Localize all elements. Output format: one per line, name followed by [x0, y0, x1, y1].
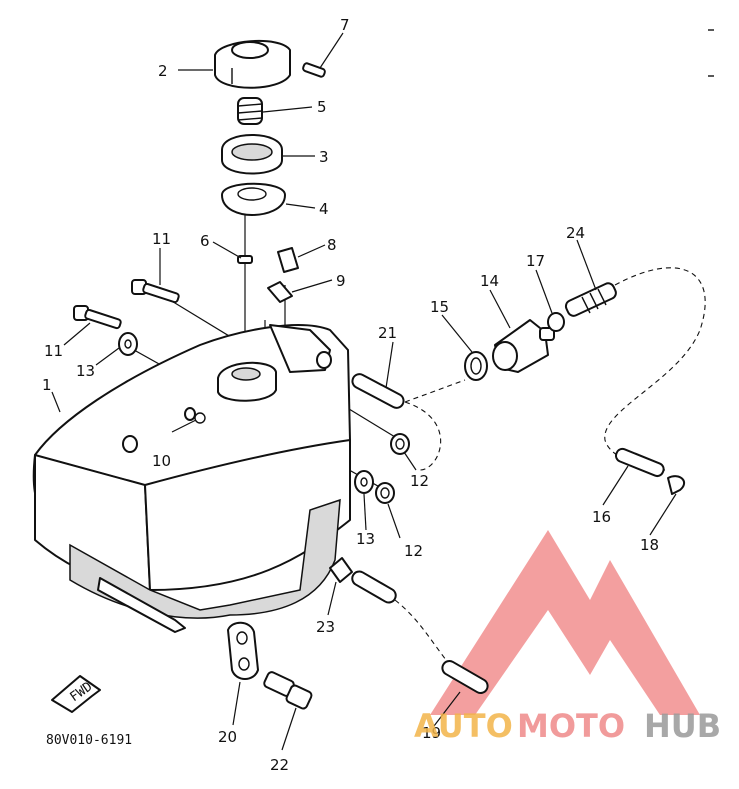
callout-13-right: 13 — [356, 530, 375, 548]
callout-15: 15 — [430, 298, 449, 316]
part-bracket-24 — [227, 621, 259, 680]
callout-leaders — [51, 32, 677, 751]
callout-16: 16 — [592, 508, 611, 526]
diagram-code: 80V010-6191 — [46, 733, 132, 748]
callout-11-lower: 11 — [44, 342, 63, 360]
watermark-hub: HUB — [644, 707, 721, 745]
part-grommet-upper — [390, 433, 410, 455]
callout-5: 5 — [317, 98, 327, 116]
callout-1: 1 — [42, 376, 52, 394]
corner-marks — [708, 29, 714, 77]
part-clip — [277, 247, 299, 273]
callout-19: 19 — [422, 724, 441, 742]
callout-13-left: 13 — [76, 362, 95, 380]
part-hose-19 — [351, 570, 489, 694]
part-fuel-cock — [492, 319, 555, 373]
fwd-arrow: FWD — [51, 675, 101, 713]
callout-14: 14 — [480, 272, 499, 290]
watermark-moto: MOTO — [517, 707, 625, 745]
part-clip-18 — [667, 475, 686, 495]
callout-24: 20 — [218, 728, 237, 746]
part-fitting-10 — [194, 412, 206, 424]
callout-10: 10 — [152, 452, 171, 470]
part-clamp-17 — [547, 312, 565, 332]
part-spring — [237, 97, 263, 125]
callout-4: 4 — [319, 200, 329, 218]
part-bolt-upper — [131, 279, 180, 304]
callout-6: 6 — [200, 232, 210, 250]
watermark-logo — [430, 530, 700, 715]
watermark-auto: AUTO — [414, 707, 513, 745]
callout-2: 2 — [158, 62, 168, 80]
callouts: 2 7 5 3 4 6 8 9 11 11 13 1 10 21 15 14 1… — [42, 16, 659, 774]
part-grommet-lower — [375, 482, 395, 504]
part-cap — [214, 39, 291, 89]
part-gasket — [221, 134, 283, 175]
part-bolt-lower — [73, 305, 122, 330]
callout-23: 24 — [566, 224, 585, 242]
callout-11-upper: 11 — [152, 230, 171, 248]
callout-21: 22 — [270, 756, 289, 774]
callout-12-upper: 12 — [410, 472, 429, 490]
callout-22: 23 — [316, 618, 335, 636]
part-hose-20 — [351, 373, 405, 409]
callout-8: 8 — [327, 236, 337, 254]
callout-17: 17 — [526, 252, 545, 270]
part-seat — [221, 182, 286, 216]
callout-20: 21 — [378, 324, 397, 342]
callout-9: 9 — [336, 272, 346, 290]
part-hose-23 — [564, 282, 617, 317]
part-small-pin — [237, 255, 253, 264]
callout-3: 3 — [319, 148, 329, 166]
callout-7: 7 — [340, 16, 350, 34]
part-clip-small — [267, 281, 293, 303]
part-pin — [302, 62, 326, 78]
part-ring-15 — [464, 351, 488, 381]
callout-12-lower: 12 — [404, 542, 423, 560]
part-washer-left — [118, 332, 138, 356]
part-hose-16 — [615, 447, 665, 478]
watermark-text: AUTO MOTO HUB — [414, 707, 721, 745]
part-clip-22 — [329, 557, 353, 583]
part-bolt-21 — [263, 671, 313, 710]
part-washer-right — [354, 470, 374, 494]
callout-18: 18 — [640, 536, 659, 554]
